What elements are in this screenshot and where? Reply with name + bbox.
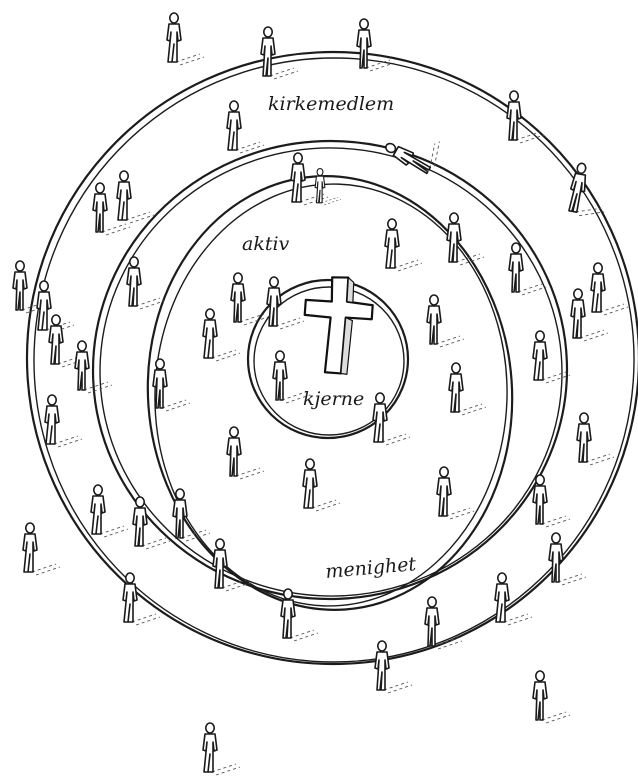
- person-figure: [385, 219, 422, 271]
- person-figure: [373, 393, 410, 445]
- person-figure: [495, 573, 532, 625]
- person-figure: [449, 363, 486, 415]
- person-figure: [571, 289, 608, 341]
- person-figure: [173, 489, 210, 541]
- person-figure: [45, 395, 82, 447]
- person-figure: [203, 723, 240, 775]
- person-figure: [549, 533, 586, 585]
- person-figure: [303, 459, 340, 511]
- person-figure: [315, 169, 341, 205]
- person-figure: [577, 413, 614, 465]
- person-figure: [133, 497, 170, 549]
- person-figure: [261, 27, 298, 79]
- person-figure: [507, 91, 544, 143]
- label-aktiv: aktiv: [242, 233, 290, 255]
- label-menighet: menighet: [325, 553, 418, 583]
- person-figure: [231, 273, 268, 325]
- person-figure: [227, 427, 264, 479]
- person-figure: [127, 257, 164, 309]
- person-figure: [533, 671, 570, 723]
- label-kirkemedlem: kirkemedlem: [268, 93, 394, 115]
- person-figure: [91, 485, 128, 537]
- person-figure: [23, 523, 60, 575]
- person-figure: [437, 467, 474, 519]
- person-figure: [375, 641, 412, 693]
- person-figure: [123, 573, 160, 625]
- person-figure: [153, 359, 190, 411]
- person-figure: [427, 295, 464, 347]
- person-figure: [227, 101, 264, 153]
- person-figure: [167, 13, 204, 65]
- person-figure: [117, 171, 154, 223]
- person-figure: [509, 243, 546, 295]
- label-kjerne: kjerne: [303, 388, 364, 410]
- person-figure: [591, 263, 628, 315]
- person-figure: [533, 475, 570, 527]
- person-figure: [383, 120, 447, 178]
